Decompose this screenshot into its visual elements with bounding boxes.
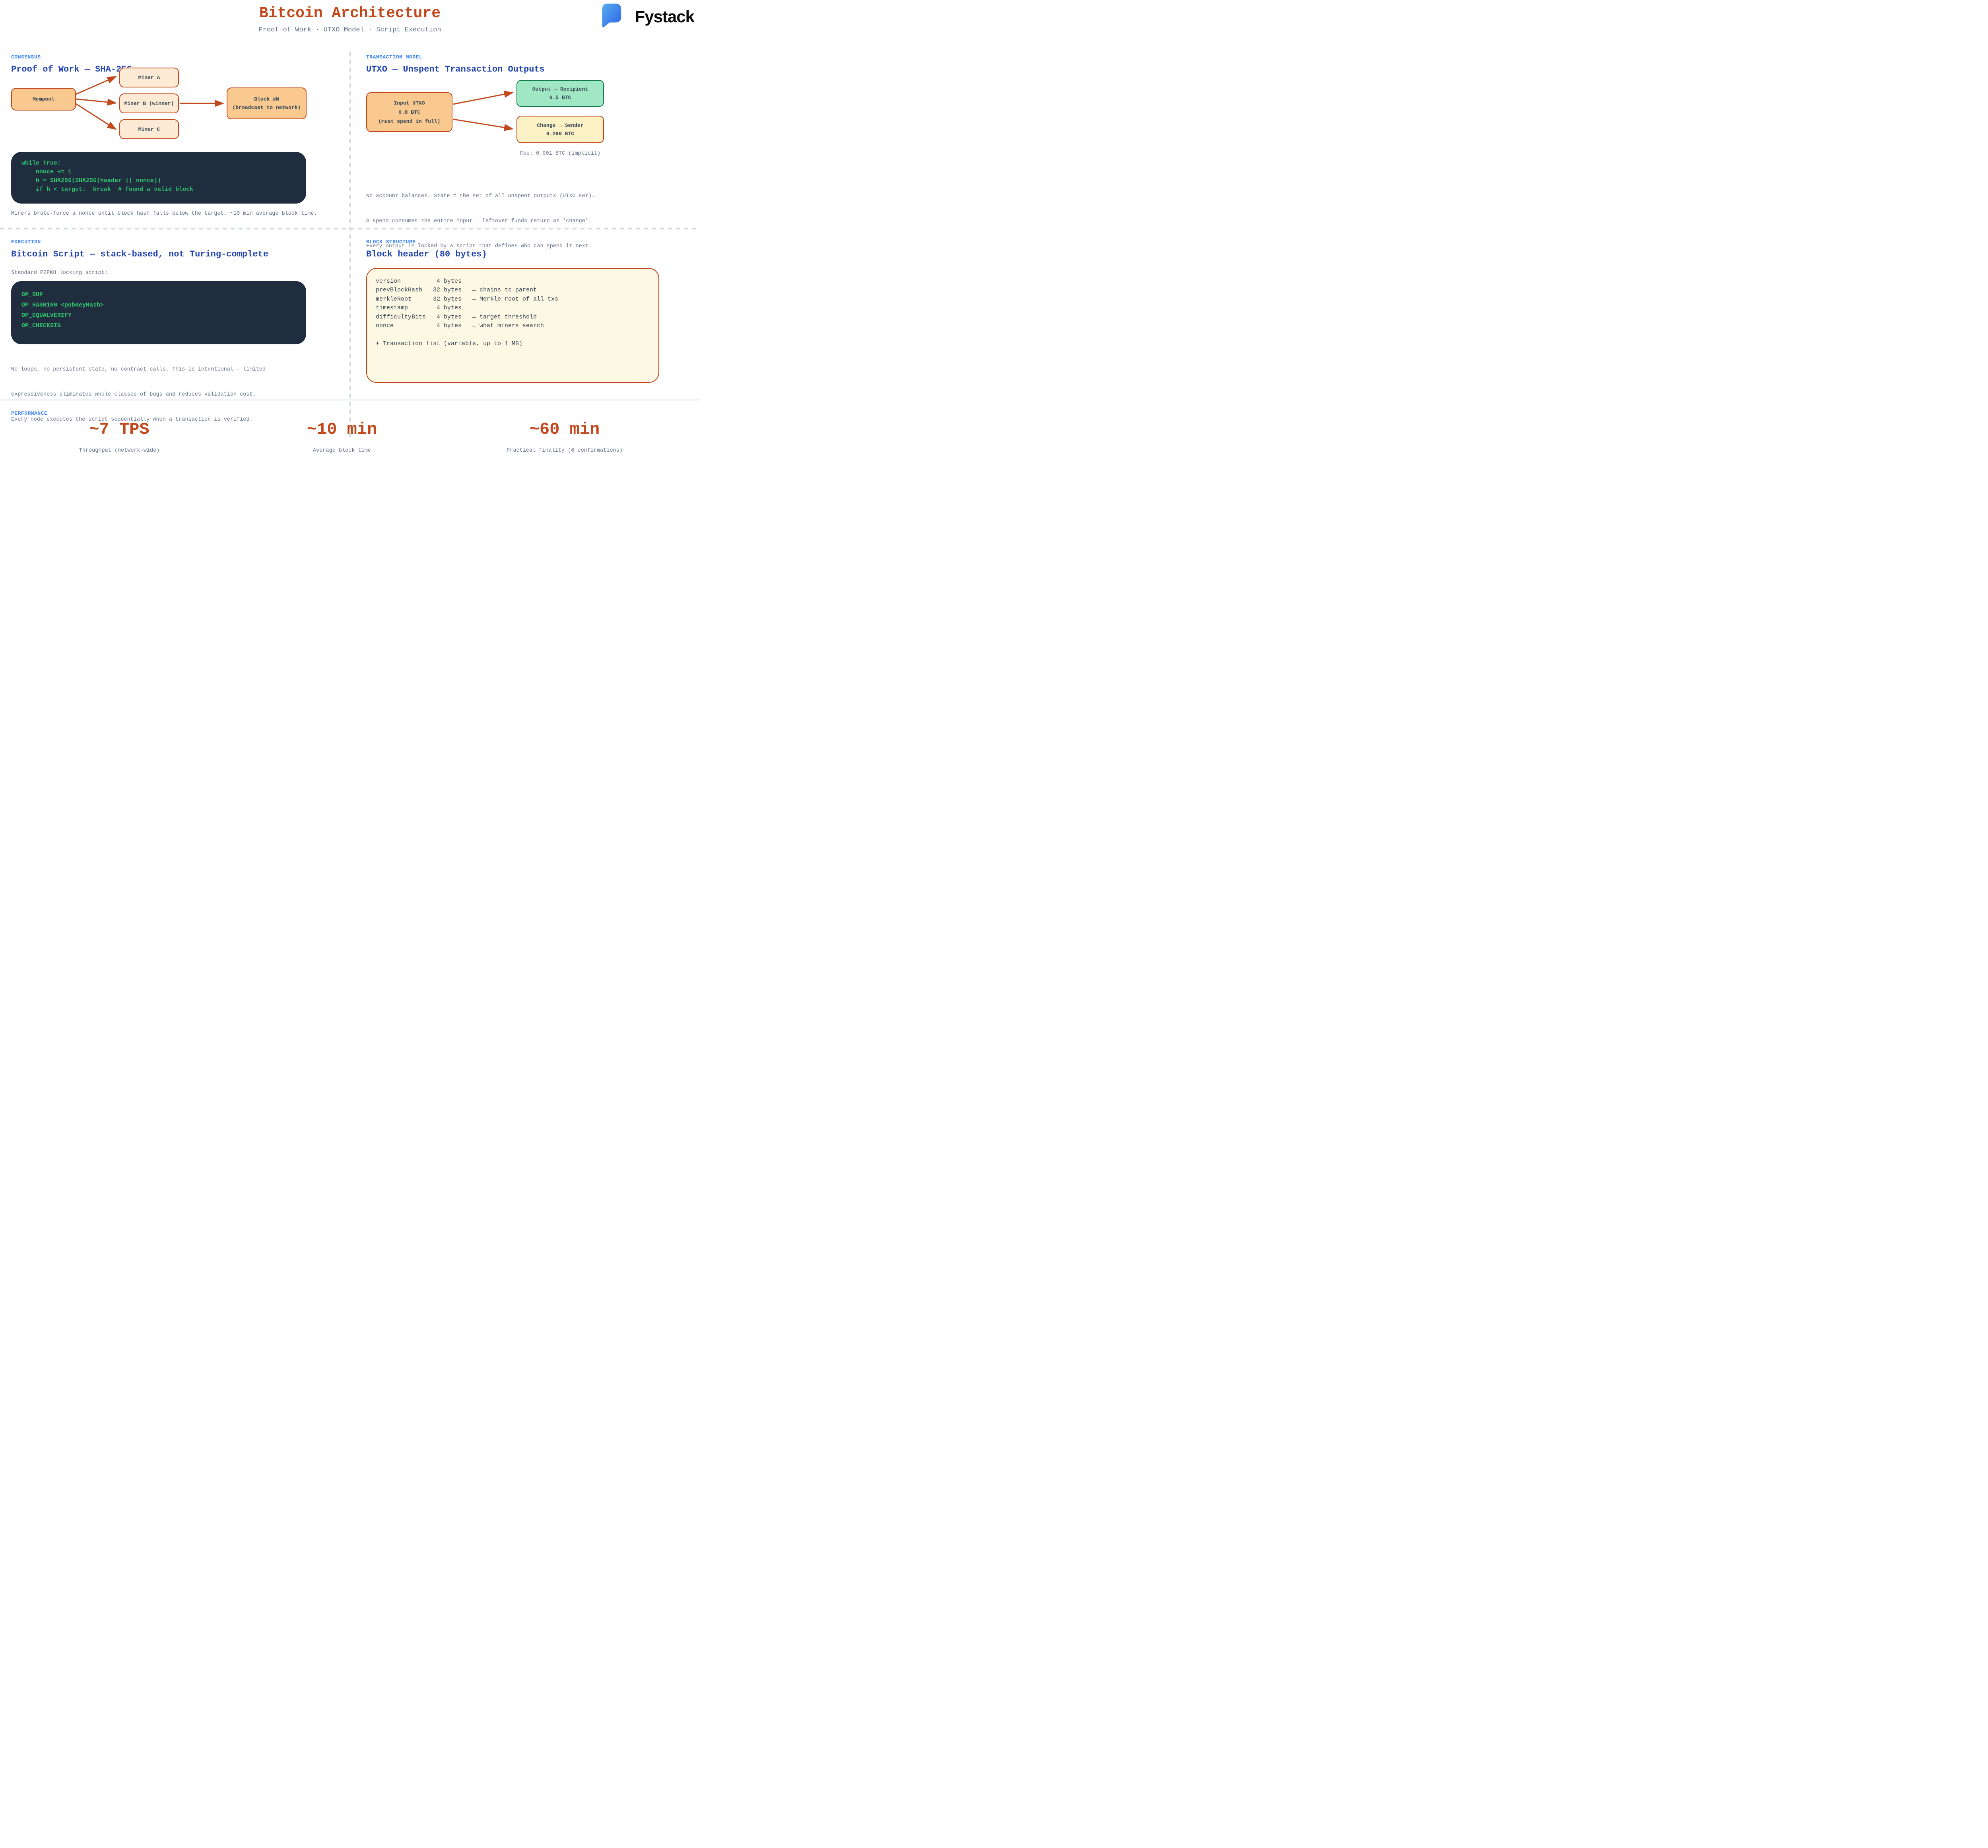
block-header-box: version 4 bytes prevBlockHash 32 bytes ← ch…: [366, 268, 659, 383]
stat-finality-value: ~60 min: [529, 420, 600, 439]
pow-code-line-4: if h < target: break # found a valid blo…: [21, 186, 194, 193]
utxo-note-1: No account balances. State = the set of …: [366, 193, 595, 199]
consensus-caption: Miners brute-force a nonce until block h…: [11, 211, 317, 217]
field-size: 32 bytes: [433, 295, 462, 303]
execution-label: EXECUTION: [11, 239, 41, 245]
stat-block-time-caption: Average block time: [313, 448, 371, 454]
field-name: timestamp: [376, 305, 408, 312]
mempool-node-label: Mempool: [33, 96, 54, 102]
transaction-model-label: TRANSACTION MODEL: [366, 54, 423, 60]
block-header-spacer: [376, 330, 650, 339]
stat-throughput: ~7 TPS Throughput (network-wide): [20, 420, 219, 454]
execution-notes: No loops, no persistent state, no contra…: [11, 349, 266, 441]
block-n-node: Block #N (broadcast to network): [227, 87, 307, 119]
pow-code-line-2: nonce += 1: [21, 169, 72, 175]
change-sender-title: Change → Sender: [537, 122, 584, 128]
field-size: 32 bytes: [433, 287, 462, 294]
field-name: version: [376, 278, 401, 285]
output-recipient-node: Output → Recipient 0.5 BTC: [516, 80, 604, 107]
speech-bubble-logo-icon: [599, 3, 624, 30]
stat-throughput-value: ~7 TPS: [89, 420, 149, 439]
consensus-heading: Proof of Work — SHA-256: [11, 64, 132, 74]
execution-note-3: Every node executes the script sequentia…: [11, 417, 253, 423]
block-n-node-title: Block #N: [254, 96, 279, 102]
miner-b-node-label: Miner B (winner): [124, 100, 174, 107]
change-sender-node: Change → Sender 0.299 BTC: [516, 116, 604, 143]
pow-code-line-1: while True:: [21, 160, 61, 167]
field-size: 4 bytes: [437, 278, 462, 285]
mempool-node: Mempool: [11, 88, 76, 111]
script-code-block: OP_DUP OP_HASH160 <pubKeyHash> OP_EQUALV…: [11, 281, 306, 344]
miner-b-node: Miner B (winner): [119, 93, 179, 113]
stat-finality-caption: Practical finality (6 confirmations): [507, 448, 623, 454]
output-recipient-title: Output → Recipient: [532, 86, 588, 92]
miner-c-node-label: Miner C: [138, 126, 160, 132]
field-name: difficultyBits: [376, 313, 426, 320]
change-sender-amount: 0.299 BTC: [546, 130, 575, 137]
field-note: ← what miners search: [472, 322, 544, 330]
field-name: prevBlockHash: [376, 287, 423, 294]
block-header-row: version 4 bytes: [376, 277, 650, 286]
brand-logo: Fystack: [599, 3, 695, 30]
input-utxo-amount: 0.8 BTC: [398, 109, 420, 115]
p2pkh-intro: Standard P2PKH locking script:: [11, 270, 108, 276]
fee-caption: Fee: 0.001 BTC (implicit): [520, 151, 601, 157]
input-utxo-title: Input UTXO: [394, 100, 425, 106]
page-title: Bitcoin Architecture: [259, 5, 441, 22]
performance-label: PERFORMANCE: [11, 410, 48, 416]
stat-throughput-caption: Throughput (network-wide): [79, 448, 160, 454]
script-code-line-3: OP_EQUALVERIFY: [21, 312, 72, 319]
stat-finality: ~60 min Practical finality (6 confirmati…: [465, 420, 664, 454]
field-size: 4 bytes: [437, 305, 462, 312]
transaction-model-heading: UTXO — Unspent Transaction Outputs: [366, 64, 545, 74]
brand-name: Fystack: [635, 7, 695, 26]
field-name: nonce: [376, 322, 394, 330]
block-header-row: timestamp 4 bytes: [376, 304, 650, 313]
miner-a-node-label: Miner A: [138, 74, 160, 81]
block-structure-label: BLOCK STRUCTURE: [366, 239, 416, 245]
block-n-node-subtitle: (broadcast to network): [232, 105, 301, 111]
block-header-row: difficultyBits 4 bytes ← target threshold: [376, 313, 650, 322]
field-note: ← target threshold: [472, 313, 537, 320]
miner-a-node: Miner A: [119, 68, 179, 87]
vertical-dashed-divider: [349, 52, 351, 441]
field-note: ← chains to parent: [472, 287, 537, 294]
stat-block-time-value: ~10 min: [307, 420, 377, 439]
script-code-line-2: OP_HASH160 <pubKeyHash>: [21, 302, 104, 309]
stat-block-time: ~10 min Average block time: [243, 420, 441, 454]
input-utxo-note: (must spend in full): [378, 118, 441, 124]
field-name: merkleRoot: [376, 295, 412, 303]
utxo-note-3: Every output is locked by a script that …: [366, 243, 592, 249]
pow-code-line-3: h = SHA256(SHA256(header || nonce)): [21, 177, 161, 184]
block-structure-heading: Block header (80 bytes): [366, 249, 487, 259]
consensus-label: CONSENSUS: [11, 54, 41, 60]
block-header-row: prevBlockHash 32 bytes ← chains to parent: [376, 286, 650, 295]
utxo-notes: No account balances. State = the set of …: [366, 175, 595, 267]
infographic-canvas: Bitcoin Architecture Proof of Work · UTX…: [0, 0, 700, 462]
execution-heading: Bitcoin Script — stack-based, not Turing…: [11, 249, 268, 259]
execution-note-2: expressiveness eliminates whole classes …: [11, 392, 256, 398]
output-recipient-amount: 0.5 BTC: [549, 95, 571, 101]
miner-c-node: Miner C: [119, 119, 179, 139]
block-header-footer: + Transaction list (variable, up to 1 MB…: [376, 340, 523, 347]
execution-note-1: No loops, no persistent state, no contra…: [11, 367, 266, 373]
field-size: 4 bytes: [437, 313, 462, 320]
block-header-row: nonce 4 bytes ← what miners search: [376, 322, 650, 330]
field-note: ← Merkle root of all txs: [472, 295, 559, 303]
script-code-line-4: OP_CHECKSIG: [21, 322, 61, 329]
pow-code-block: while True: nonce += 1 h = SHA256(SHA256…: [11, 152, 306, 204]
page-subtitle: Proof of Work · UTXO Model · Script Exec…: [258, 26, 441, 34]
field-size: 4 bytes: [437, 322, 462, 330]
script-code-line-1: OP_DUP: [21, 291, 43, 298]
input-utxo-node: Input UTXO 0.8 BTC (must spend in full): [366, 92, 452, 132]
block-header-row: merkleRoot 32 bytes ← Merkle root of all t…: [376, 295, 650, 304]
utxo-note-2: A spend consumes the entire input — left…: [366, 218, 592, 224]
